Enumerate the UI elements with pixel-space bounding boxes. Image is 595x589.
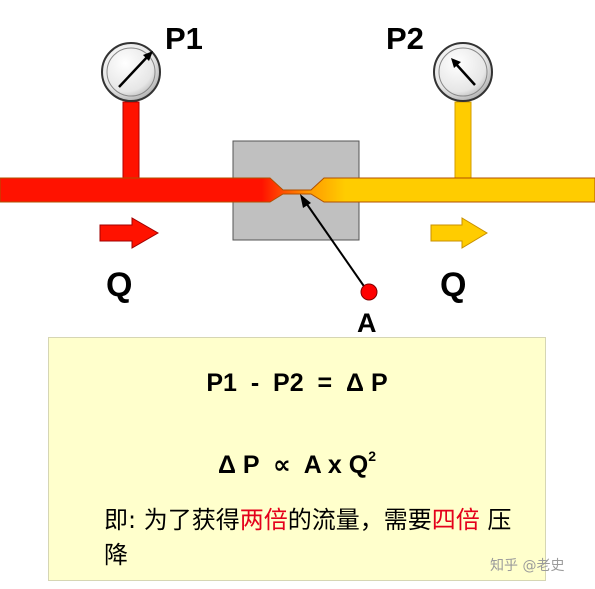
gauge-needle-p2 xyxy=(455,63,476,86)
point-a-marker xyxy=(360,283,378,301)
label-p2: P2 xyxy=(386,21,424,56)
label-q-right: Q xyxy=(440,266,466,304)
gauge-stem-p2 xyxy=(454,101,472,181)
equation-exponent: 2 xyxy=(368,447,376,464)
watermark: 知乎 @老史 xyxy=(490,558,565,574)
pressure-gauge-p1 xyxy=(101,42,161,102)
formula-box: P1 - P2 = Δ P Δ P ∝ A x Q2 即: 为了获得两倍的流量，… xyxy=(48,337,546,581)
flow-arrow-right xyxy=(430,217,488,249)
note-suffix: 压降 xyxy=(104,506,512,569)
label-point-a: A xyxy=(357,308,377,338)
label-q-left: Q xyxy=(106,266,132,304)
pointer-arrowhead-a xyxy=(300,194,311,208)
equation-proportionality-main: Δ P ∝ A x Q xyxy=(218,451,369,479)
note-middle: 的流量，需要 xyxy=(287,506,432,534)
pipe xyxy=(0,177,595,203)
explanation-text: 即: 为了获得两倍的流量，需要四倍 压降 xyxy=(104,503,534,573)
flow-arrow-left xyxy=(99,217,160,249)
note-emphasis-quadruple: 四倍 xyxy=(431,506,480,534)
note-prefix: 即: 为了获得 xyxy=(104,506,240,534)
equation-pressure-difference: P1 - P2 = Δ P xyxy=(206,369,388,397)
equation-proportionality: Δ P ∝ A x Q2 xyxy=(49,447,545,480)
pointer-line-a xyxy=(303,199,369,293)
gauge-stem-p1 xyxy=(122,101,140,181)
note-emphasis-double: 两倍 xyxy=(239,506,288,534)
gauge-needle-p1 xyxy=(118,54,150,88)
pressure-gauge-p2 xyxy=(433,42,493,102)
label-p1: P1 xyxy=(165,21,203,56)
